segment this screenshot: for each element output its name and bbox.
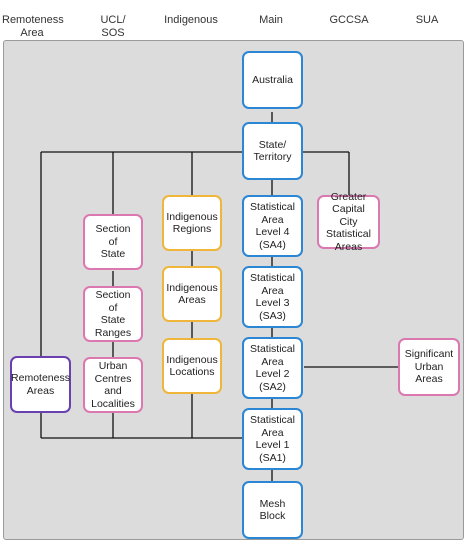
node-section-of-state: Section of State — [83, 214, 143, 270]
column-header-remoteness: Remoteness Area — [2, 14, 64, 39]
node-urban-centres-localities: Urban Centres and Localities — [83, 357, 143, 413]
diagram-panel — [3, 40, 464, 540]
node-gccsa: Greater Capital City Statistical Areas — [317, 191, 380, 253]
node-indigenous-regions: Indigenous Regions — [162, 195, 222, 251]
node-sa1: Statistical Area Level 1 (SA1) — [242, 408, 303, 470]
node-indigenous-locations: Indigenous Locations — [162, 338, 222, 394]
node-sa3: Statistical Area Level 3 (SA3) — [242, 266, 303, 328]
column-header-main: Main — [259, 14, 283, 26]
node-sa4: Statistical Area Level 4 (SA4) — [242, 195, 303, 257]
node-mesh-block: Mesh Block — [242, 481, 303, 539]
node-indigenous-areas: Indigenous Areas — [162, 266, 222, 322]
node-significant-urban-areas: Significant Urban Areas — [398, 338, 460, 396]
column-header-ucl-sos: UCL/ SOS — [100, 14, 126, 39]
node-section-of-state-ranges: Section of State Ranges — [83, 286, 143, 342]
node-remoteness-areas: Remoteness Areas — [10, 356, 71, 413]
node-australia: Australia — [242, 51, 303, 109]
column-header-sua: SUA — [415, 14, 439, 26]
node-sa2: Statistical Area Level 2 (SA2) — [242, 337, 303, 399]
node-state-territory: State/ Territory — [242, 122, 303, 180]
column-header-indigenous: Indigenous — [164, 14, 218, 26]
column-header-gccsa: GCCSA — [329, 14, 369, 26]
